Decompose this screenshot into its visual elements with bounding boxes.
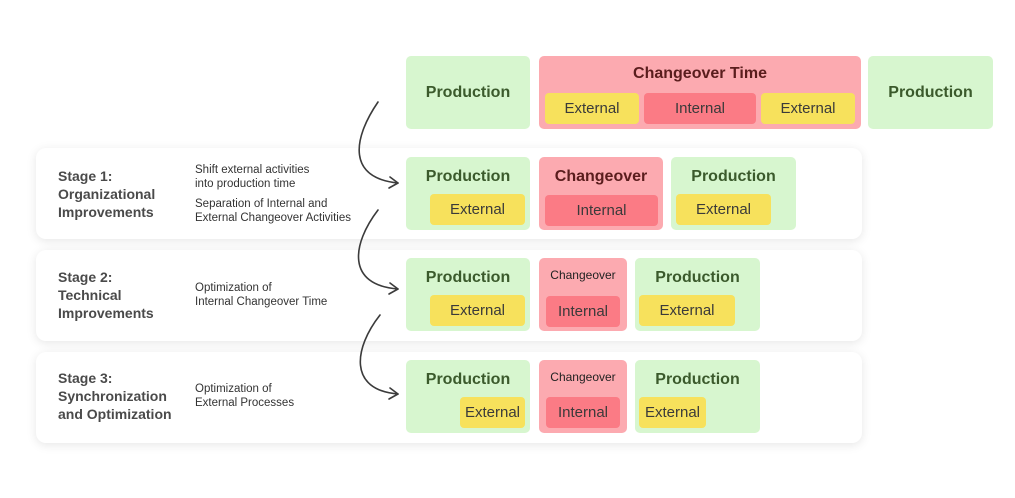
top-production-right: Production	[868, 56, 993, 129]
stage-3-internal: Internal	[546, 397, 620, 428]
stage-2-changeover-label: Changeover	[550, 268, 616, 282]
stage-1-external-left-label: External	[449, 201, 506, 218]
stage-2-production-right-label: Production	[655, 269, 740, 286]
stage-1-internal: Internal	[545, 195, 658, 226]
stage-2-internal-label: Internal	[557, 303, 609, 320]
stage-3-internal-label: Internal	[557, 404, 609, 421]
stage-3-external-left: External	[460, 397, 525, 428]
top-production-right-label: Production	[888, 83, 973, 101]
stage-3-production-right-label: Production	[655, 371, 740, 388]
stage-2-production-left-label: Production	[425, 269, 511, 286]
top-internal: Internal	[644, 93, 756, 124]
stage-2-internal: Internal	[546, 296, 620, 327]
stage-3-title: Stage 3: Synchronization and Optimizatio…	[58, 370, 172, 422]
stage-1-changeover-label: Changeover	[554, 168, 648, 185]
stage-3-external-left-label: External	[464, 404, 521, 421]
stage-1-external-left: External	[430, 194, 525, 225]
stage-3-external-right: External	[639, 397, 706, 428]
stage-1-external-right: External	[676, 194, 771, 225]
stage-3-production-left-label: Production	[425, 371, 511, 388]
stage-2-title: Stage 2: Technical Improvements	[58, 269, 154, 321]
top-external-right: External	[761, 93, 855, 124]
stage-1-internal-label: Internal	[576, 202, 627, 219]
stage-2-external-right-label: External	[659, 302, 715, 319]
stage-2-external-left: External	[430, 295, 525, 326]
stage-3-desc: Optimization of External Processes	[195, 383, 295, 409]
stage-1-title: Stage 1: Organizational Improvements	[58, 168, 156, 220]
top-internal-label: Internal	[674, 100, 726, 117]
stage-3-changeover-label: Changeover	[550, 370, 616, 384]
top-production-left: Production	[406, 56, 530, 129]
stage-1-production-right-label: Production	[691, 168, 776, 185]
stage-3-external-right-label: External	[644, 404, 701, 421]
stage-2-external-right: External	[639, 295, 735, 326]
stage-1-desc-shift: Shift external activities into productio…	[195, 164, 310, 190]
stage-1-external-right-label: External	[695, 201, 752, 218]
stage-1-desc-separation: Separation of Internal and External Chan…	[195, 198, 351, 224]
stage-2-external-left-label: External	[449, 302, 506, 319]
stage-2-desc: Optimization of Internal Changeover Time	[195, 282, 328, 308]
top-external-left-label: External	[564, 100, 620, 117]
top-external-left: External	[545, 93, 639, 124]
top-external-right-label: External	[780, 100, 836, 117]
top-production-left-label: Production	[425, 83, 511, 101]
top-changeover-title: Changeover Time	[633, 65, 767, 82]
stage-1-production-left-label: Production	[425, 168, 511, 185]
